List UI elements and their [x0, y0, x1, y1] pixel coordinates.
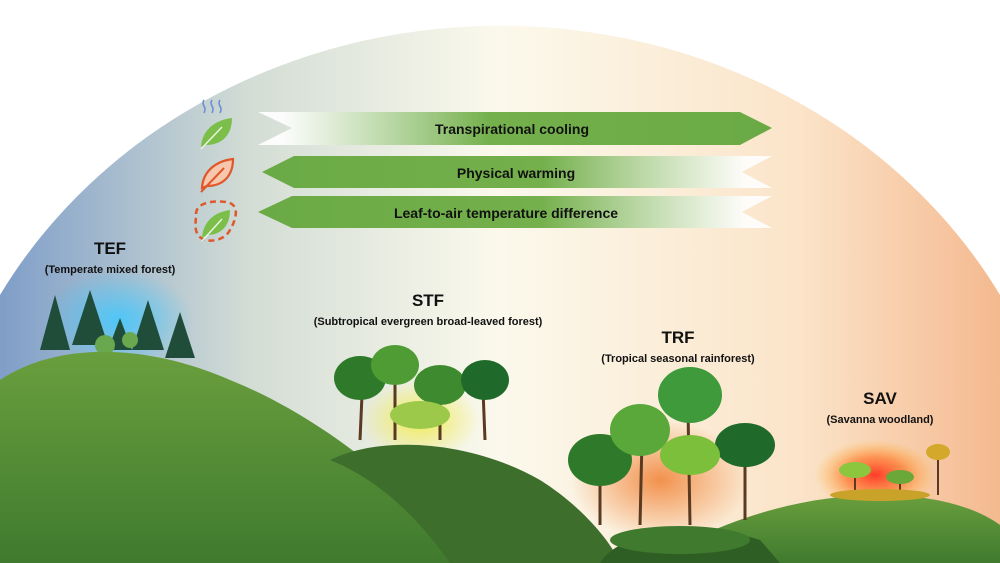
- hill-tef: [0, 351, 470, 563]
- site-label-tef: TEF (Temperate mixed forest): [45, 239, 176, 276]
- warm-leaf-icon: [200, 157, 235, 193]
- savanna-trees: [830, 444, 950, 501]
- site-code: TRF: [661, 328, 694, 347]
- site-code: STF: [412, 291, 444, 310]
- process-arrow-physical-warming: Physical warming: [262, 156, 772, 188]
- site-code: SAV: [863, 389, 897, 408]
- site-name: (Savanna woodland): [827, 414, 934, 426]
- temperate-conifers: [40, 290, 195, 358]
- subtropical-trees: [334, 345, 509, 441]
- site-label-sav: SAV (Savanna woodland): [827, 389, 934, 426]
- transpiring-leaf-icon: [200, 99, 232, 150]
- site-label-stf: STF (Subtropical evergreen broad-leaved …: [314, 291, 543, 328]
- site-label-trf: TRF (Tropical seasonal rainforest): [601, 328, 755, 365]
- site-name: (Tropical seasonal rainforest): [601, 353, 755, 365]
- process-label: Physical warming: [457, 165, 575, 181]
- process-arrow-leaf-air-temp-difference: Leaf-to-air temperature difference: [258, 196, 772, 228]
- hill-stf: [330, 444, 620, 563]
- site-name: (Subtropical evergreen broad-leaved fore…: [314, 316, 543, 328]
- process-label: Transpirational cooling: [435, 121, 589, 137]
- tropical-trees: [568, 367, 775, 554]
- process-arrow-transpirational-cooling: Transpirational cooling: [258, 112, 772, 145]
- leaf-boundary-icon: [194, 200, 238, 242]
- site-name: (Temperate mixed forest): [45, 264, 176, 276]
- site-code: TEF: [94, 239, 126, 258]
- process-label: Leaf-to-air temperature difference: [394, 205, 618, 221]
